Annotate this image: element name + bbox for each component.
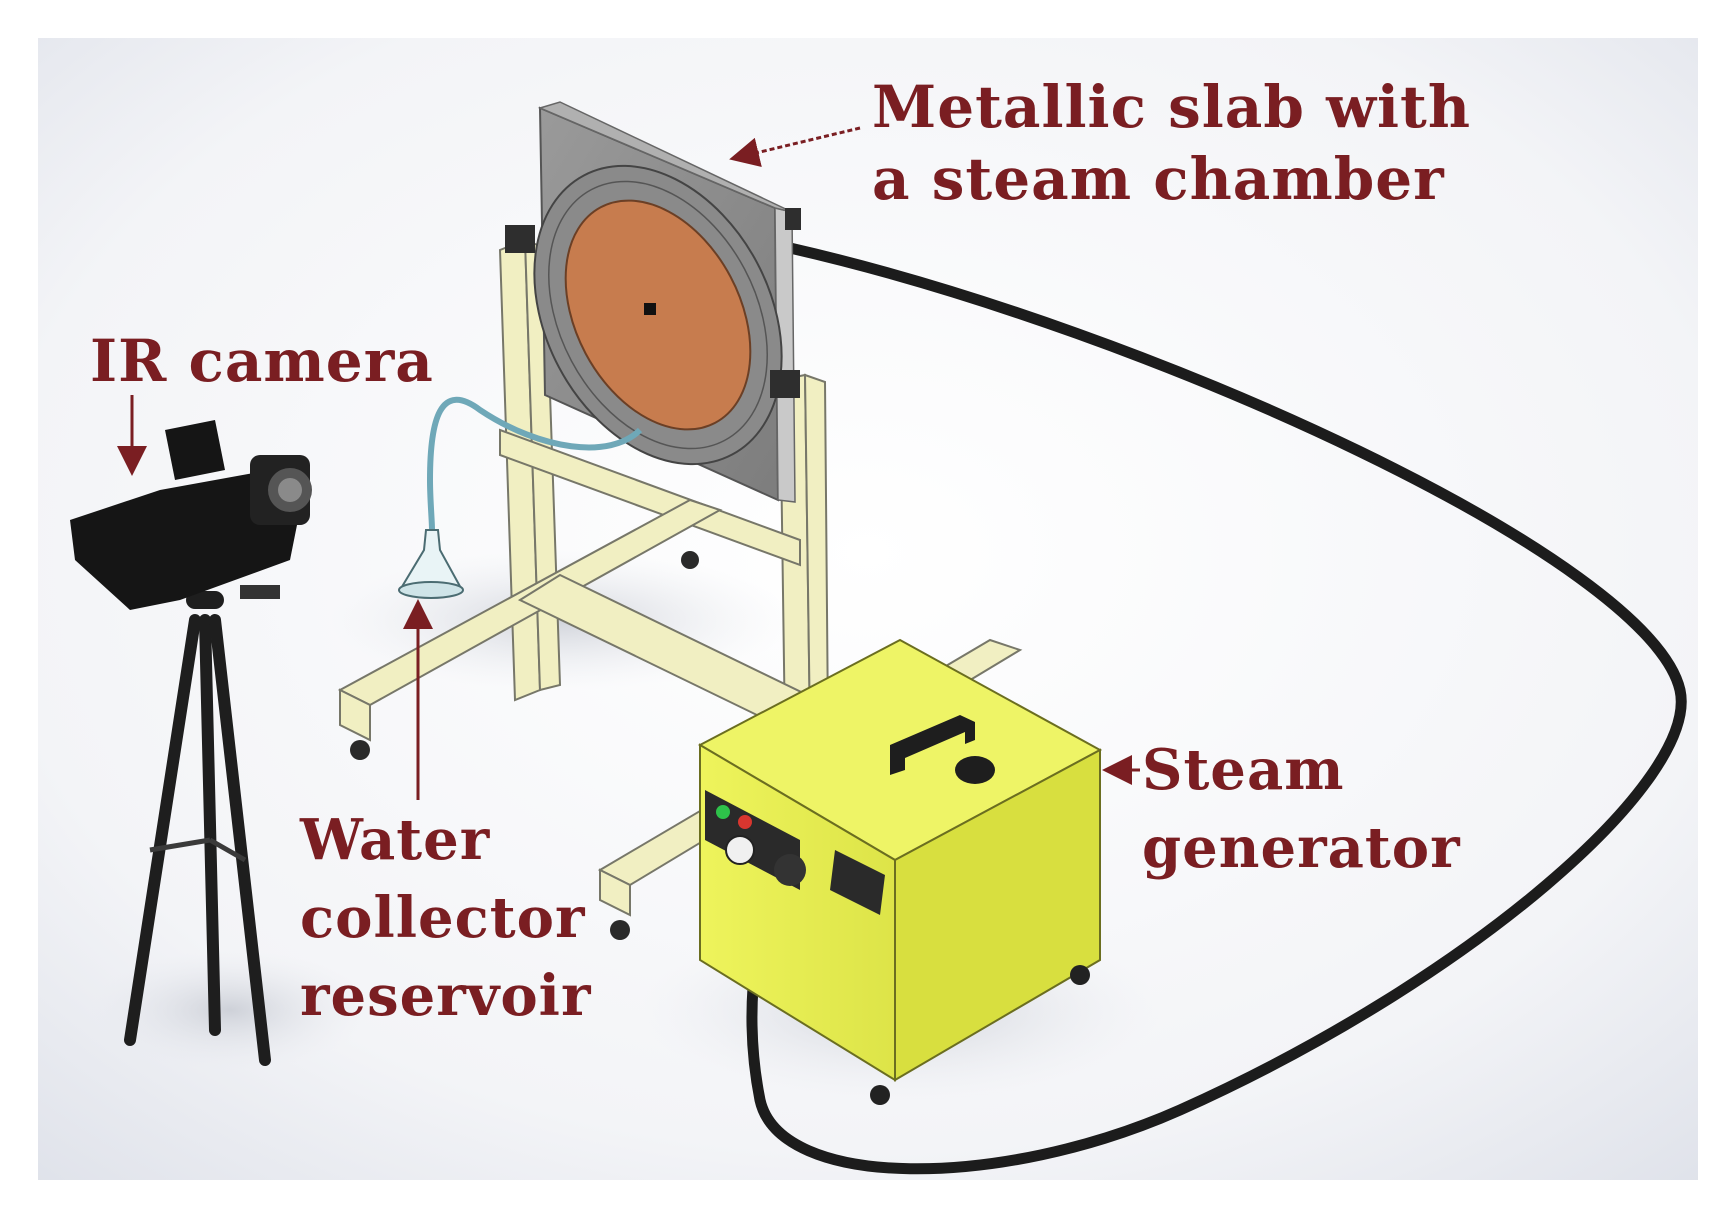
control-dial: [725, 835, 755, 865]
steam-hose: [746, 242, 1687, 1175]
generator-handle: [890, 715, 975, 775]
steam-generator-label-line2: generator: [1142, 815, 1461, 881]
water-collector-label-line2: collector: [300, 885, 586, 951]
water-collector-flask: [398, 529, 464, 599]
tripod: [124, 591, 271, 1066]
steam-generator-label: Steam generator: [1142, 742, 1461, 898]
generator-cap: [955, 756, 995, 784]
control-knob: [774, 854, 806, 886]
chamber-center-marker: [644, 303, 656, 315]
copper-chamber-face: [564, 199, 752, 431]
ir-camera-label-text: IR camera: [90, 327, 434, 395]
metallic-slab-label: Metallic slab with a steam chamber: [872, 78, 1471, 222]
hose-outlet: [830, 850, 885, 915]
metallic-slab-label-line2: a steam chamber: [872, 145, 1445, 213]
frame-casters: [350, 551, 699, 940]
drain-tube: [426, 396, 643, 531]
water-collector-label: Water collector reservoir: [300, 812, 591, 1046]
tripod-braces: [149, 837, 247, 863]
green-indicator: [716, 805, 730, 819]
metallic-slab: [505, 101, 801, 503]
water-collector-label-line1: Water: [300, 807, 491, 873]
metallic-slab-label-line1: Metallic slab with: [872, 73, 1472, 141]
steam-generator-label-line1: Steam: [1142, 737, 1345, 803]
slab-arrow: [729, 126, 861, 167]
chamber-ring-inner: [548, 180, 768, 450]
water-collector-label-line3: reservoir: [300, 963, 592, 1029]
red-indicator: [738, 815, 752, 829]
ir-camera-label: IR camera: [90, 332, 434, 390]
camera-shadow: [90, 950, 370, 1070]
steam-generator: [697, 638, 1103, 1105]
ir-camera: [70, 420, 312, 610]
